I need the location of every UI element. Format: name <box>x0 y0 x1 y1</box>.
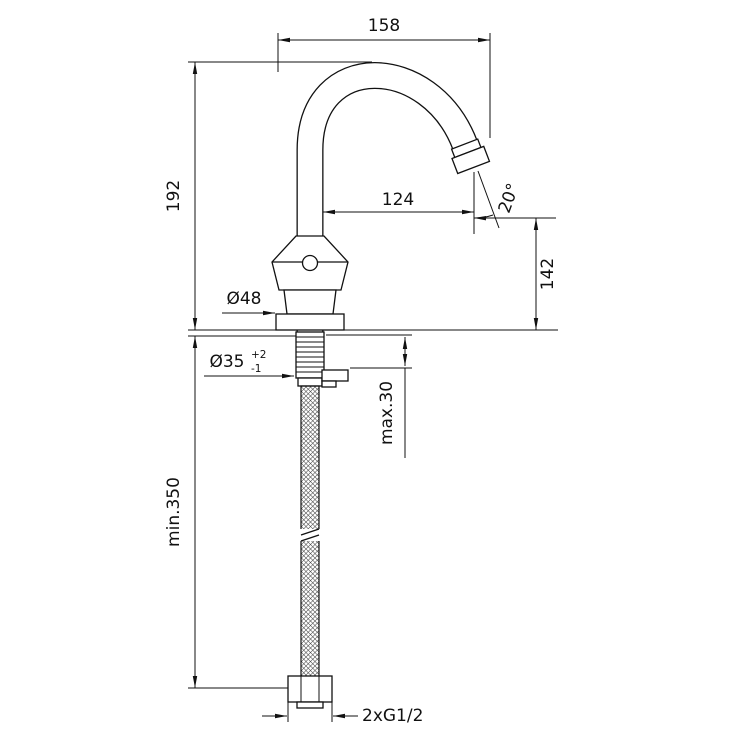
aerator <box>450 138 491 175</box>
dim-max30-label: max.30 <box>377 381 397 445</box>
dim-124-label: 124 <box>382 190 414 210</box>
dim-thread-label: 2xG1/2 <box>362 706 423 726</box>
dim-min350-label: min.350 <box>164 477 184 547</box>
flexible-hose <box>299 385 321 679</box>
hose-fitting <box>297 369 349 388</box>
dim-dia35-tol-minus: -1 <box>251 363 261 375</box>
spout <box>296 62 478 336</box>
base-flange <box>275 313 345 331</box>
dim-158-label: 158 <box>368 16 400 36</box>
dimension-lines <box>192 37 539 719</box>
dim-142-label: 142 <box>538 258 558 290</box>
dim-192-label: 192 <box>164 180 184 212</box>
connection-nut <box>287 675 333 709</box>
body-neck <box>283 289 337 315</box>
extension-lines <box>188 33 558 722</box>
threaded-shank <box>295 331 325 379</box>
dim-dia35-tol-plus: +2 <box>251 349 266 361</box>
dim-20deg-label: 20° <box>495 181 524 216</box>
dim-dia35-label: Ø35 <box>209 352 244 372</box>
handle-cap <box>301 254 319 272</box>
hose-break <box>299 529 321 541</box>
angle-arc-20deg <box>473 214 494 221</box>
dim-dia48-label: Ø48 <box>226 289 261 309</box>
handle <box>271 235 349 291</box>
